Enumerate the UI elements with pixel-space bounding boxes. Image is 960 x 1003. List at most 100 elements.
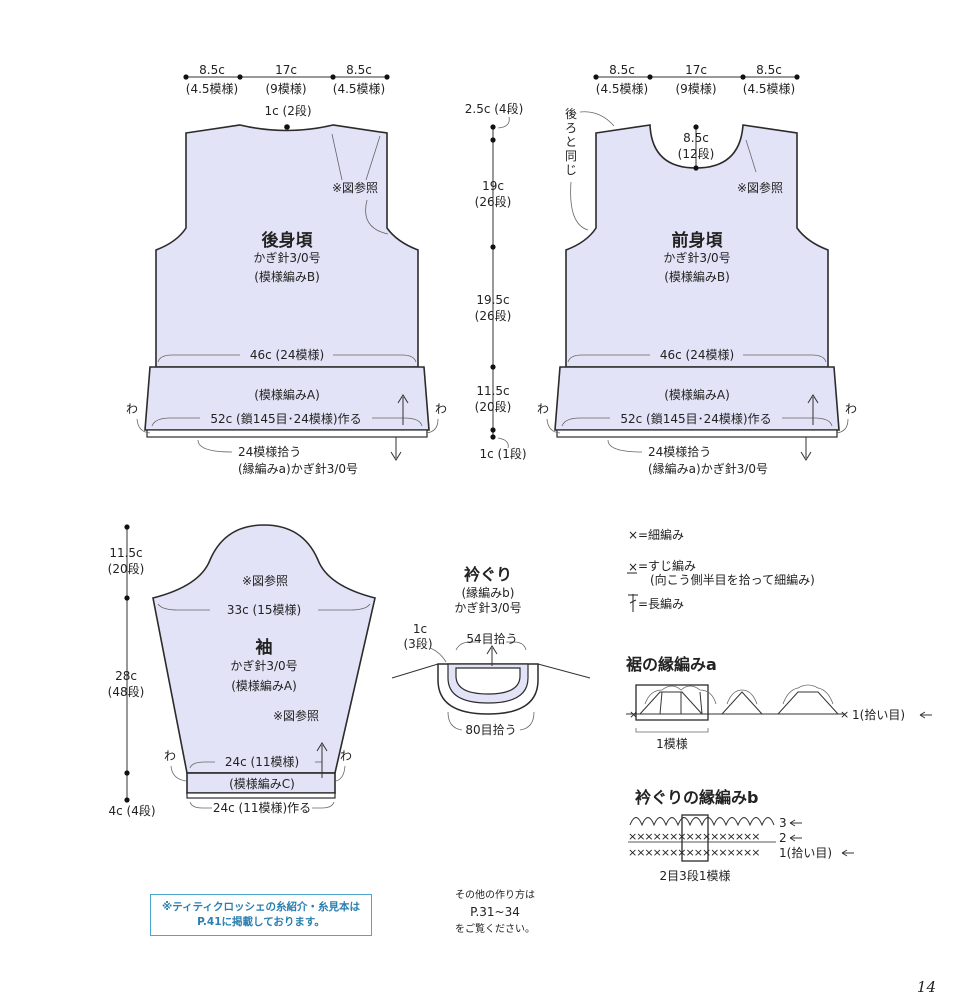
collar-depth: 1c: [413, 622, 427, 636]
hem-row1: 1(拾い目): [852, 707, 905, 722]
same-char-5: じ: [565, 163, 577, 177]
back-body-shape: [155, 124, 419, 368]
sleeve-wa-left: わ: [164, 749, 176, 763]
front-neck-depth: 8.5c: [683, 131, 709, 145]
scale-armhole: 19c: [482, 179, 504, 193]
back-top-width-right: 8.5c: [346, 63, 372, 77]
sleeve-wa-right: わ: [340, 749, 352, 763]
same-char-4: 同: [565, 149, 577, 163]
front-top-width-center: 17c: [685, 63, 707, 77]
collar-row3: 3: [779, 816, 787, 830]
back-pattern: (模様編みB): [254, 269, 320, 284]
sleeve-pattern: (模様編みA): [231, 678, 297, 693]
yarn-note-line2: P.41に掲載しております。: [197, 916, 325, 928]
back-band-shape: [144, 366, 430, 431]
collar-depth-rows: (3段): [404, 636, 433, 651]
front-wa-right: わ: [845, 402, 857, 416]
front-pattern: (模様編みB): [664, 269, 730, 284]
collar-section: 衿ぐり (縁編みb) かぎ針3/0号 1c (3段) 54目拾う 80目拾う: [391, 565, 591, 737]
back-neck-depth: 1c (2段): [264, 103, 311, 118]
scale-body: 19.5c: [476, 293, 509, 307]
front-same-as-back-vertical: 後 ろ と 同 じ: [565, 107, 577, 177]
sleeve-cuff: 4c (4段): [108, 803, 155, 818]
legend-back-loop-symbol: ×: [628, 560, 638, 574]
collar-repeat: 2目3段1模様: [660, 868, 731, 883]
collar-row1-marks: ××××××××××××××××: [628, 846, 759, 859]
collar-repeat-box: [681, 814, 709, 862]
sleeve-cuff-edge: [186, 792, 336, 799]
front-hem-edging: [556, 429, 838, 438]
front-top-pattern-right: (4.5模様): [743, 82, 795, 96]
other-instructions: その他の作り方は P.31~34 をご覧ください。: [440, 887, 550, 938]
yarn-note-line1: ※ティティクロッシェの糸紹介・糸見本は: [162, 901, 360, 913]
front-top-width-right: 8.5c: [756, 63, 782, 77]
back-width: 46c (24模様): [250, 348, 324, 362]
sleeve-cap: 11.5c: [109, 546, 142, 560]
legend-back-loop-note: (向こう側半目を拾って細編み): [650, 572, 815, 587]
hem-edging-chart: 裾の縁編みa × × 1(拾い目) 1模様: [626, 655, 932, 751]
other-line2: P.31~34: [470, 905, 520, 919]
hem-edging-title: 裾の縁編みa: [626, 655, 717, 674]
front-top-pattern-center: (9模様): [676, 82, 717, 96]
back-wa-left: わ: [126, 402, 138, 416]
back-hem-edging: [146, 429, 428, 438]
front-top-width-left: 8.5c: [609, 63, 635, 77]
front-band-shape: [554, 366, 840, 431]
front-wa-left: わ: [537, 402, 549, 416]
back-top-width-center: 17c: [275, 63, 297, 77]
hem-fans: [639, 684, 839, 715]
sleeve-chain: 24c (11模様)作る: [213, 801, 311, 815]
page-number: 14: [916, 978, 936, 996]
front-body-shape: [565, 124, 829, 368]
sleeve-upper-width: 33c (15模様): [227, 603, 301, 617]
front-neck-rows: (12段): [678, 146, 715, 161]
legend-double: =長編み: [638, 596, 684, 611]
other-line1: その他の作り方は: [455, 890, 535, 901]
same-char-2: ろ: [565, 121, 577, 135]
back-band-pattern: (模様編みA): [254, 387, 320, 402]
legend-double-symbol: [628, 594, 638, 612]
collar-row2: 2: [779, 831, 787, 845]
back-edge: (縁編みa)かぎ針3/0号: [238, 461, 358, 476]
scale-body-rows: (26段): [475, 308, 512, 323]
back-pick-up: 24模様拾う: [238, 444, 301, 459]
hem-x-marks: ×: [629, 708, 638, 721]
back-top-pattern-left: (4.5模様): [186, 82, 238, 96]
collar-hook: かぎ針3/0号: [454, 600, 521, 615]
scale-edge: 1c (1段): [479, 446, 526, 461]
front-pick-up: 24模様拾う: [648, 444, 711, 459]
stitch-legend: × =細編み × =すじ編み (向こう側半目を拾って細編み) =長編み: [627, 527, 815, 612]
hem-repeat: 1模様: [656, 737, 688, 751]
other-line3: をご覧ください。: [455, 924, 535, 935]
sleeve-see-figure-2: ※図参照: [273, 708, 319, 723]
sleeve-title: 袖: [256, 637, 273, 658]
legend-single: =細編み: [638, 527, 684, 542]
back-hook: かぎ針3/0号: [253, 250, 320, 265]
sleeve-cuff-pattern: (模様編みC): [229, 776, 295, 791]
collar-row2-marks: ××××××××××××××××: [628, 830, 759, 843]
legend-back-loop: =すじ編み: [638, 558, 696, 573]
collar-title: 衿ぐり: [464, 565, 512, 584]
collar-edging-chart: 衿ぐりの縁編みb ×××××××××××××××× ××××××××××××××…: [628, 788, 854, 883]
hem-x-end: ×: [840, 708, 849, 721]
same-char-1: 後: [565, 107, 577, 121]
sleeve-hook: かぎ針3/0号: [230, 658, 297, 673]
sleeve-length: 28c: [115, 669, 137, 683]
front-body-section: 8.5c 17c 8.5c (4.5模様) (9模様) (4.5模様) 8.5c…: [537, 63, 857, 476]
sleeve-cap-rows: (20段): [108, 561, 145, 576]
scale-band-rows: (20段): [475, 399, 512, 414]
sleeve-shape: [152, 524, 376, 774]
collar-pick-top: 54目拾う: [466, 631, 517, 646]
same-char-3: と: [565, 135, 577, 149]
scale-armhole-rows: (26段): [475, 194, 512, 209]
scale-band: 11.5c: [476, 384, 509, 398]
back-body-section: 8.5c 17c 8.5c (4.5模様) (9模様) (4.5模様) 1c (…: [126, 63, 447, 476]
back-title: 後身頃: [262, 230, 314, 251]
front-title: 前身頃: [672, 230, 724, 251]
back-top-width-left: 8.5c: [199, 63, 225, 77]
collar-row1: 1(拾い目): [779, 845, 832, 860]
collar-edging-title: 衿ぐりの縁編みb: [635, 788, 758, 807]
sleeve-section: 11.5c (20段) 28c (48段) 4c (4段) ※図参照 33c (…: [108, 524, 376, 818]
back-see-figure: ※図参照: [332, 180, 378, 195]
